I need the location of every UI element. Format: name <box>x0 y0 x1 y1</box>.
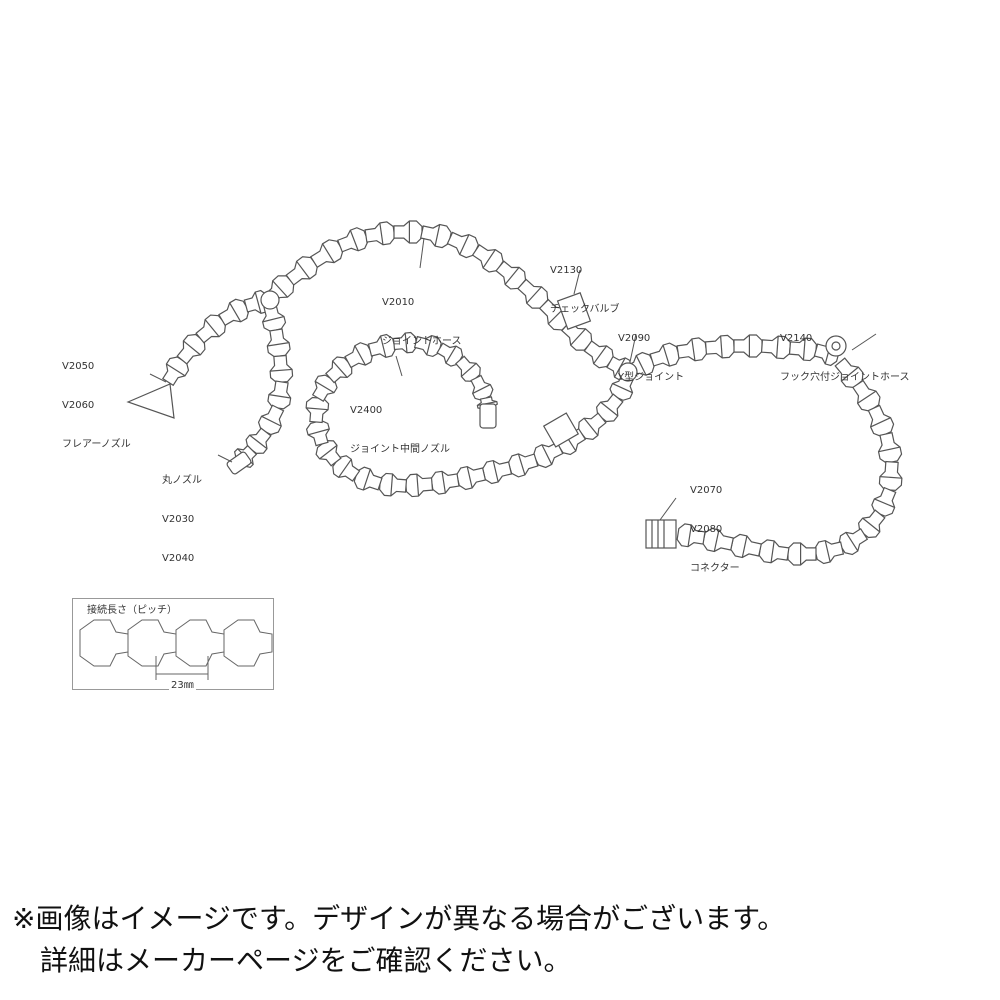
hose-segment <box>269 354 294 384</box>
leader-round-nozzle <box>217 454 233 463</box>
pitch-illustration <box>79 619 273 680</box>
hose-segment <box>482 459 513 485</box>
label-check-valve: V2130 チェックバルブ <box>550 238 620 329</box>
label-flare-nozzle: V2050 V2060 フレアーノズル <box>62 334 131 464</box>
leader-middle-nozzle <box>395 355 403 377</box>
leader-hook <box>851 333 877 351</box>
label-line: フレアーノズル <box>62 439 131 450</box>
y-joint-body <box>618 362 638 382</box>
label-line: V2040 <box>162 553 195 564</box>
hose-segment <box>305 419 330 447</box>
hose-segment <box>393 220 423 244</box>
hose-segment <box>364 221 396 246</box>
hose-segment <box>583 340 614 369</box>
hose-segment <box>378 472 408 497</box>
hose-segment <box>261 303 287 332</box>
label-line: V2140 <box>780 333 813 344</box>
label-line: ジョイントホース <box>382 336 462 347</box>
hose-segment <box>456 465 487 491</box>
notice-line-2: 詳細はメーカーページをご確認ください。 <box>40 944 572 977</box>
hose-segment <box>266 328 291 358</box>
hose-segment <box>758 539 790 564</box>
pitch-detail-box: 接続長さ（ピッチ） 23㎜ <box>72 598 274 691</box>
label-line: 丸ノズル <box>162 475 202 486</box>
leader-connector <box>659 497 677 521</box>
label-line: チェックバルブ <box>550 304 620 315</box>
hose-segment <box>404 473 434 498</box>
pitch-segment <box>223 619 273 667</box>
label-round-nozzle: 丸ノズル V2030 V2040 <box>162 448 202 578</box>
hose-segment <box>877 431 903 464</box>
hose-segment <box>878 460 903 492</box>
leader-joint-hose <box>419 237 425 269</box>
hose-segment <box>419 223 452 249</box>
hose-segment <box>704 334 736 359</box>
label-line: V2060 <box>62 400 95 411</box>
hose-segment <box>267 380 292 410</box>
hose-segment <box>305 396 330 424</box>
label-middle-nozzle: V2400 ジョイント中間ノズル <box>350 378 450 469</box>
label-line: V2070 <box>690 485 723 496</box>
label-line: V2090 <box>618 333 651 344</box>
hook-hole <box>831 341 841 351</box>
label-line: V2030 <box>162 514 195 525</box>
pitch-dimension: 23㎜ <box>169 676 196 691</box>
label-line: V2010 <box>382 297 415 308</box>
label-hook-hose: V2140 フック穴付ジョイントホース <box>780 306 910 397</box>
leader-y-joint <box>629 333 637 363</box>
hose-segment <box>430 470 460 495</box>
connector-body <box>645 519 677 549</box>
hose-segment <box>577 412 607 441</box>
flare-nozzle-shape <box>126 383 175 419</box>
label-line: V2400 <box>350 405 383 416</box>
label-line: コネクター <box>690 563 740 574</box>
label-line: V2050 <box>62 361 95 372</box>
label-connector: V2070 V2080 コネクター <box>690 458 740 588</box>
leader-flare <box>149 373 167 383</box>
leader-lines <box>149 237 877 521</box>
y-joint-body-2 <box>260 290 280 310</box>
round-nozzle-tip <box>226 451 252 475</box>
leader-check-valve <box>573 269 581 295</box>
hose-segment <box>787 542 817 566</box>
check-valve-body-2 <box>542 412 580 448</box>
image-notice: ※画像はイメージです。デザインが異なる場合がございます。 詳細はメーカーページを… <box>12 898 992 982</box>
hose-segment <box>733 334 763 358</box>
label-line: V2080 <box>690 524 723 535</box>
hose-segments <box>161 220 903 566</box>
label-line: Y型ジョイント <box>618 372 685 383</box>
label-joint-hose: V2010 ジョイントホース <box>382 270 462 361</box>
notice-line-1: ※画像はイメージです。デザインが異なる場合がございます。 <box>12 902 786 935</box>
label-line: フック穴付ジョイントホース <box>780 372 910 383</box>
hose-segment <box>676 523 706 548</box>
label-line: ジョイント中間ノズル <box>350 444 450 455</box>
label-y-joint: V2090 Y型ジョイント <box>618 306 684 397</box>
special-parts <box>126 290 847 549</box>
pitch-title: 接続長さ（ピッチ） <box>87 605 177 616</box>
check-valve-body <box>556 292 592 330</box>
label-line: V2130 <box>550 265 583 276</box>
middle-nozzle-tip <box>479 403 497 429</box>
